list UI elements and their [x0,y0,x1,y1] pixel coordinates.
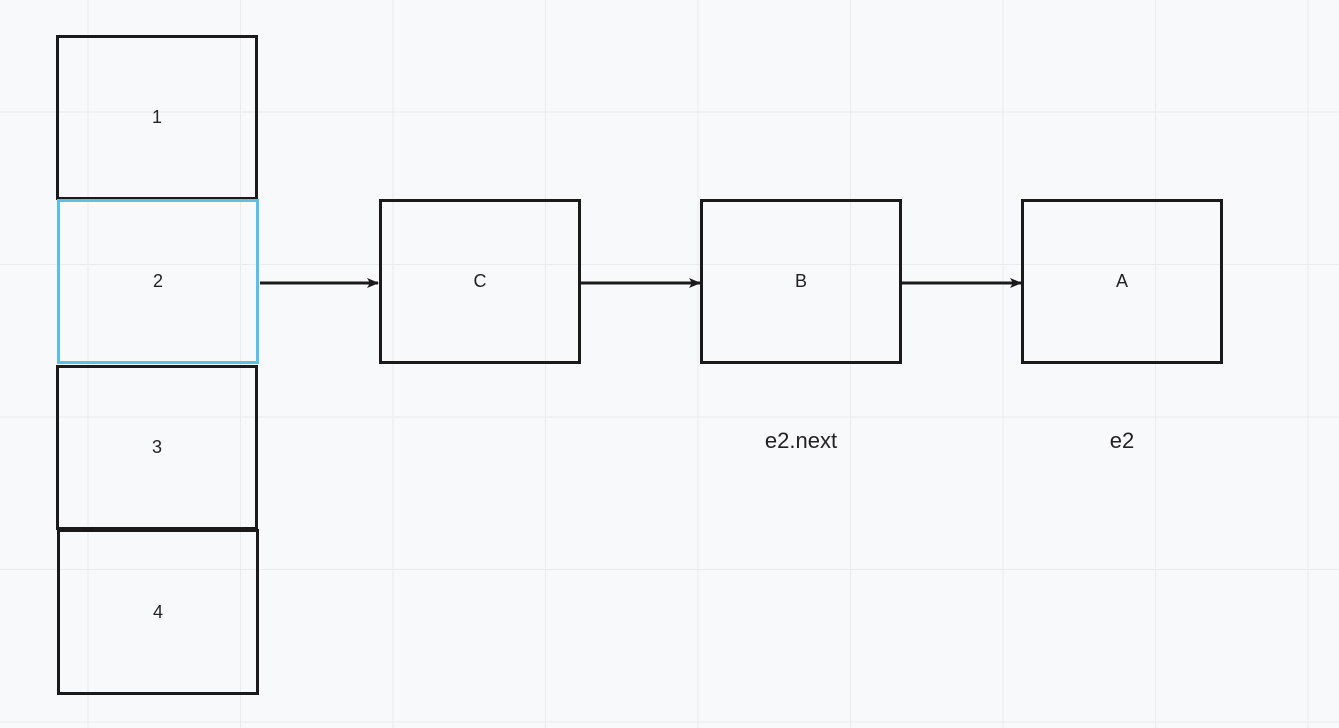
array-cell-3-label: 3 [151,437,162,457]
array-cell-1-label: 1 [151,107,162,127]
array-cell-2-label: 2 [152,271,163,291]
array-cell-4[interactable]: 4 [57,529,259,695]
chain-node-c-label: C [473,271,487,291]
array-cell-1[interactable]: 1 [56,35,258,200]
array-cell-4-label: 4 [152,601,163,622]
chain-node-a[interactable]: A [1021,199,1223,364]
chain-node-c[interactable]: C [379,199,581,364]
chain-node-b[interactable]: B [700,199,902,364]
caption-e2: e2 [1109,428,1135,453]
array-cell-2-selected[interactable]: 2 [57,199,259,364]
array-cell-3[interactable]: 3 [56,365,258,530]
chain-node-a-label: A [1115,271,1128,291]
caption-e2-next: e2.next [764,428,838,453]
chain-node-b-label: B [794,271,807,291]
